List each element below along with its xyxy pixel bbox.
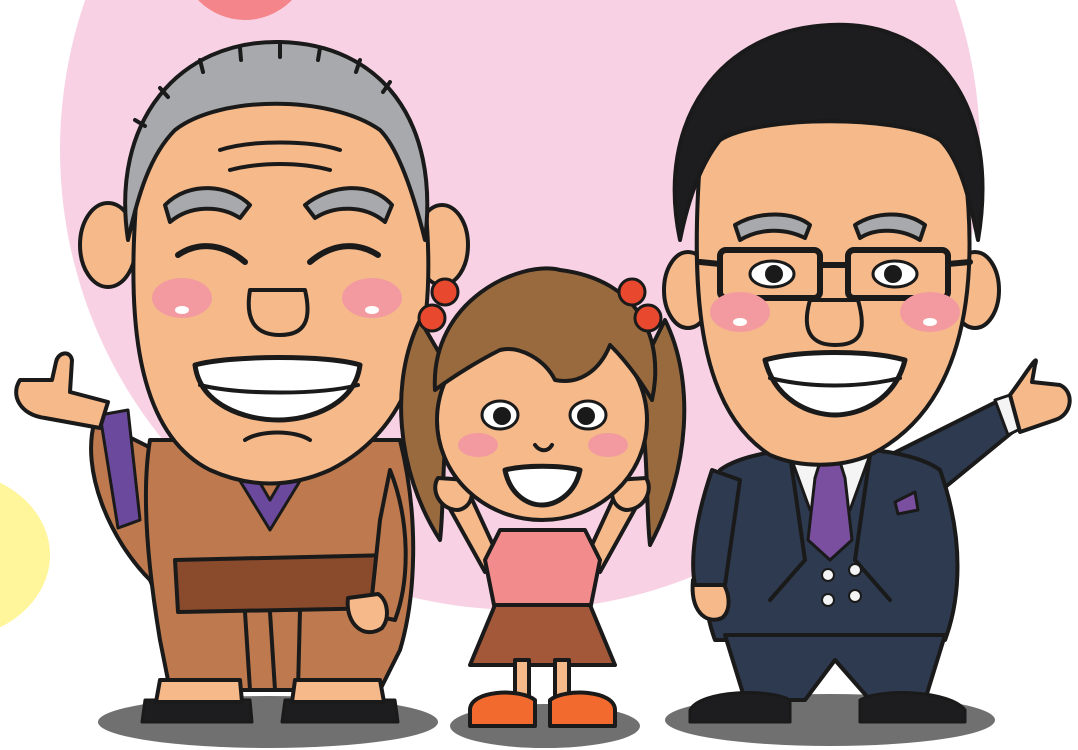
girl-left-pupil <box>493 407 511 425</box>
man-nose <box>804 298 864 347</box>
girl-hair-ball <box>617 277 647 307</box>
girl-hair-ball <box>417 303 447 333</box>
man-jacket-button <box>848 589 862 603</box>
old-man-nose <box>246 288 310 337</box>
old-man-teeth-line <box>198 383 360 395</box>
old-man-forehead-wrinkles <box>218 140 342 172</box>
man-glasses-bridge <box>697 259 973 268</box>
man-left-pupil <box>765 265 783 283</box>
man-left-hand <box>690 578 731 622</box>
man-right-pupil <box>884 265 902 283</box>
yellow-background-circle <box>0 482 50 628</box>
man-glasses-left-lens <box>717 247 823 301</box>
man-left-cheek-highlight <box>733 318 747 326</box>
girl-pigtails-character <box>399 266 687 728</box>
old-man-smile-teeth <box>192 355 363 423</box>
man-lapels <box>768 453 892 602</box>
man-right-cheek <box>900 292 960 332</box>
old-man-grey-hair <box>123 39 430 242</box>
old-man-kimono-character <box>14 39 470 724</box>
man-left-shoe <box>688 691 792 724</box>
man-trousers <box>723 633 947 702</box>
girl-pink-top <box>483 528 602 612</box>
old-man-right-cheek-highlight <box>365 306 379 314</box>
man-right-shoe <box>858 691 967 724</box>
man-black-hair <box>672 22 985 242</box>
man-suit-glasses-character <box>662 22 1072 724</box>
old-man-kimono-fold <box>243 608 302 692</box>
girl-brown-skirt <box>468 603 617 667</box>
man-left-cheek <box>710 292 770 332</box>
man-purple-tie <box>806 460 854 562</box>
man-jacket-button <box>821 568 835 582</box>
man-glasses-right-lens <box>845 247 951 301</box>
girl-smile <box>502 463 583 508</box>
old-man-hair-stubble <box>133 43 392 128</box>
old-man-right-foot <box>290 678 386 704</box>
old-man-left-cheek-highlight <box>175 306 189 314</box>
girl-hair-ball <box>430 277 460 307</box>
man-jacket-button <box>848 563 862 577</box>
old-man-right-sleeve <box>368 468 408 622</box>
girl-hair-ball <box>633 303 663 333</box>
man-right-eyebrow <box>853 212 927 242</box>
man-teeth-line <box>768 376 902 388</box>
man-raised-hand <box>1008 358 1072 434</box>
man-left-sleeve <box>691 468 742 587</box>
girl-right-shoe <box>548 690 617 728</box>
old-man-left-foot <box>154 678 244 704</box>
old-man-right-eyebrow <box>303 186 394 224</box>
girl-left-cheek <box>458 433 498 457</box>
old-man-left-eyebrow <box>163 186 252 224</box>
old-man-chin <box>243 430 312 442</box>
man-jacket-button <box>821 593 835 607</box>
girl-hair-bangs <box>432 266 658 402</box>
man-right-cheek-highlight <box>923 318 937 326</box>
girl-left-shoe <box>468 690 537 728</box>
man-left-eyebrow <box>733 212 812 242</box>
old-man-right-hand <box>345 592 389 635</box>
man-pocket-square <box>893 490 920 516</box>
salmon-background-circle <box>198 0 292 20</box>
old-man-left-eye <box>175 243 248 265</box>
old-man-sleeve-trim <box>98 408 142 530</box>
old-man-right-cheek <box>342 278 402 318</box>
old-man-left-cheek <box>152 278 212 318</box>
girl-right-cheek <box>588 433 628 457</box>
old-man-left-hand <box>14 351 110 430</box>
girl-right-pupil <box>577 407 595 425</box>
girl-nose <box>533 443 554 453</box>
old-man-right-eye <box>307 243 381 265</box>
